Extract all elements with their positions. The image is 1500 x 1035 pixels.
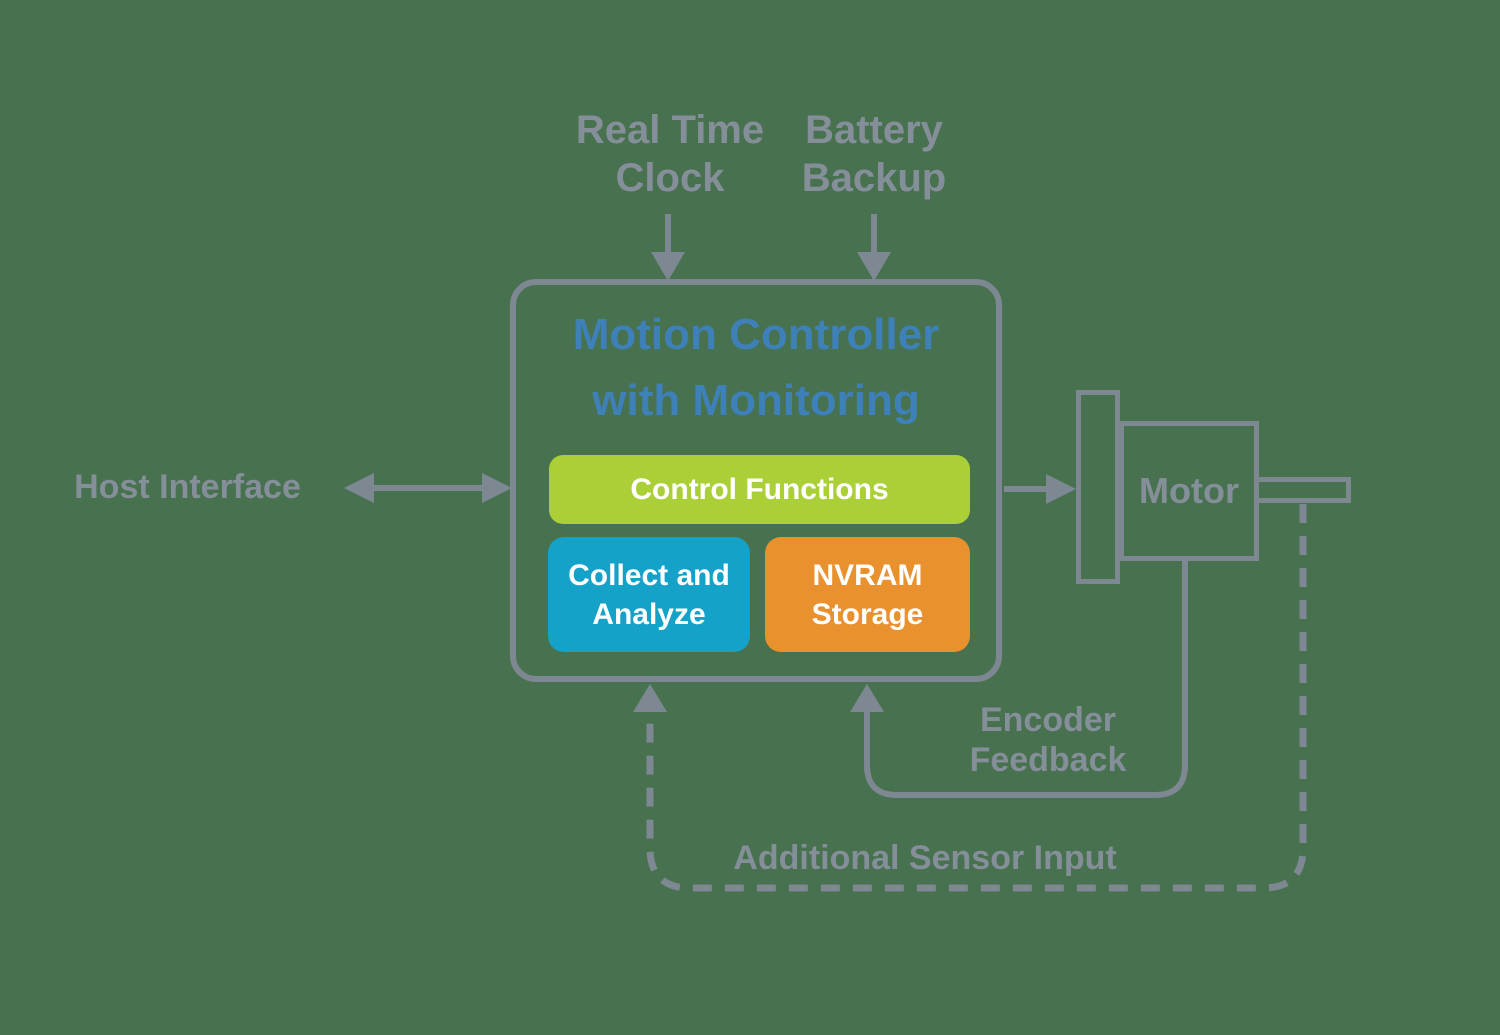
host-interface-arrow	[344, 473, 512, 503]
battery-arrow	[857, 214, 891, 281]
motor-label: Motor	[1139, 470, 1239, 511]
encoder-feedback-label: Encoder Feedback	[969, 701, 1127, 779]
motion-controller-title: Motion Controller with Monitoring	[572, 310, 940, 425]
collect-analyze-block: Collect and Analyze	[548, 537, 750, 652]
rtc-arrow	[651, 214, 685, 281]
nvram-storage-block: NVRAM Storage	[765, 537, 970, 652]
encoder-feedback-path	[850, 560, 1188, 798]
nvram-storage-label: NVRAM Storage	[811, 558, 924, 631]
control-functions-label: Control Functions	[630, 473, 889, 506]
battery-backup-label: Battery Backup	[801, 108, 947, 200]
sensor-input-path	[633, 504, 1307, 892]
real-time-clock-label: Real Time Clock	[575, 108, 765, 200]
motor-coupling-rect	[1076, 390, 1120, 584]
collect-analyze-label: Collect and Analyze	[568, 558, 730, 631]
control-functions-block: Control Functions	[549, 455, 970, 524]
motor-shaft	[1254, 477, 1351, 503]
host-interface-label: Host Interface	[74, 468, 301, 506]
controller-output-arrow	[1004, 474, 1076, 504]
motion-controller-box	[510, 279, 1002, 682]
additional-sensor-input-label: Additional Sensor Input	[733, 839, 1117, 877]
